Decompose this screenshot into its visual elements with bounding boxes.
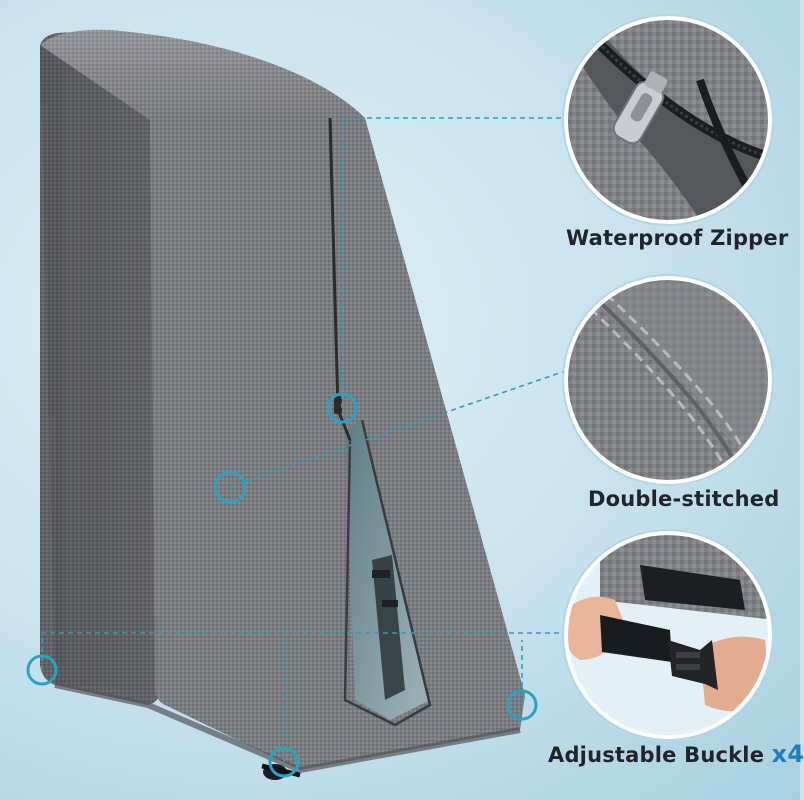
zipper-ring [326,392,358,424]
buckle-ring-bottom [268,746,300,778]
callout-rings [26,392,538,778]
buckle-count: x4 [771,740,804,768]
cover-front-panel [150,108,525,770]
stitch-ring [213,470,247,504]
feature-label-zipper: Waterproof Zipper [566,226,789,250]
zipper-detail-image [562,14,774,226]
buckle-ring-left [26,654,58,686]
cover [40,29,525,780]
feature-label-stitch: Double-stitched [588,487,780,511]
callout-lines [41,117,569,762]
buckle-detail-image [562,529,774,741]
buckle-ring-right [506,689,538,721]
feature-label-buckle: Adjustable Buckle x4 [548,740,804,768]
stitch-detail-image [562,274,774,486]
buckle-label-text: Adjustable Buckle [548,743,765,767]
